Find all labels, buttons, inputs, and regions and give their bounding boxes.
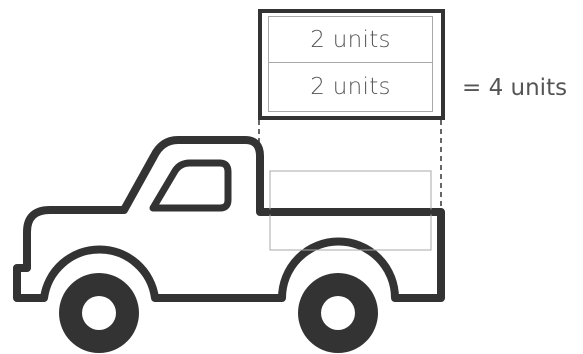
total-units-label: = 4 units xyxy=(462,70,567,106)
rear-wheel xyxy=(298,273,378,353)
unit-label-bottom: 2 units xyxy=(268,64,433,110)
unit-label-top: 2 units xyxy=(268,17,433,63)
front-wheel xyxy=(59,273,139,353)
